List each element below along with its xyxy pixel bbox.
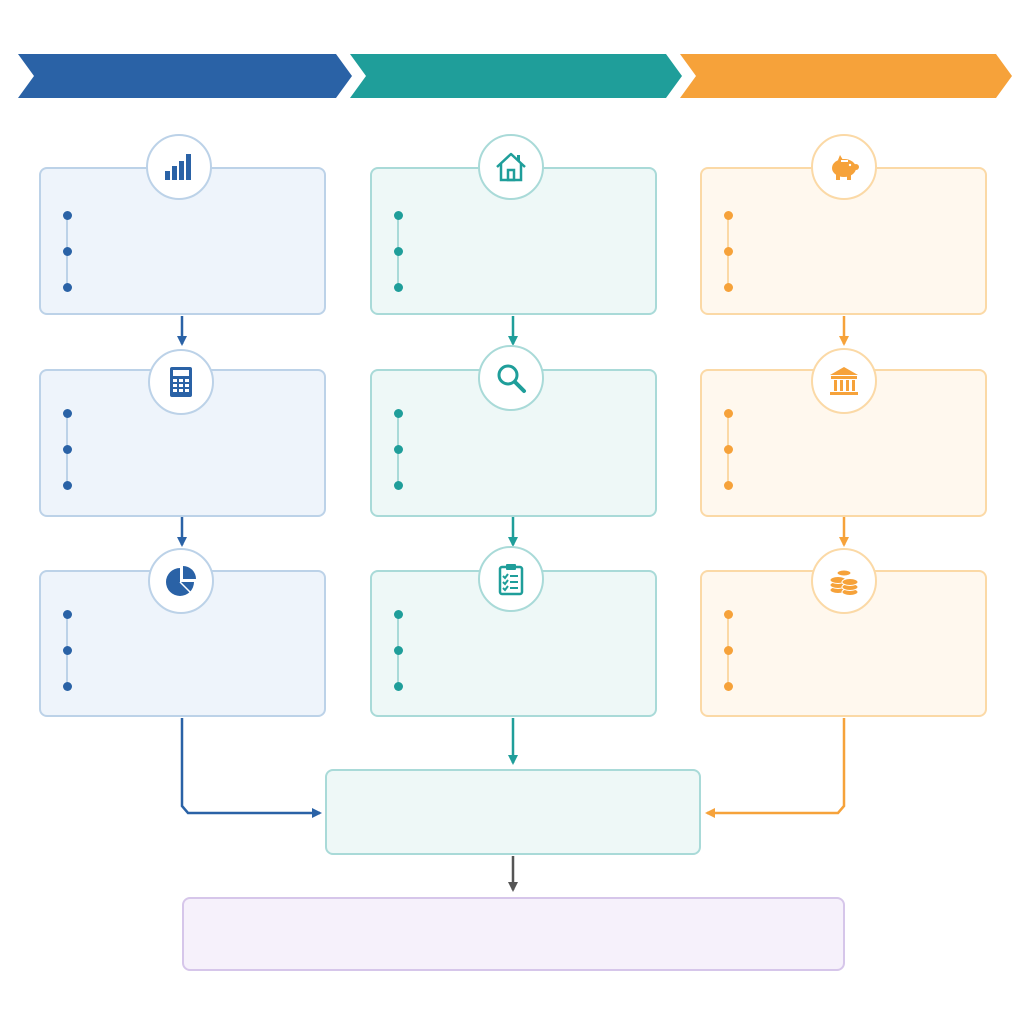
icon-circle-orange-2 [811,348,877,414]
bullet-dot [394,409,403,418]
bullet-dot [394,646,403,655]
icon-circle-blue-2 [148,349,214,415]
final-box [182,897,845,971]
icon-circle-blue-1 [146,134,212,200]
bullet-dot [724,481,733,490]
clipboard-checklist-icon [498,564,524,596]
bullet-dot [394,211,403,220]
icon-circle-teal-3 [478,546,544,612]
chevron-orange [680,54,1012,98]
arrow-blue-merge [180,718,322,818]
bullet-dot [724,283,733,292]
bullet-dot [63,610,72,619]
coin-stack-icon [829,569,859,596]
bullet-dot [394,247,403,256]
arrow-orange-merge [705,718,846,818]
bullet-dot [63,445,72,454]
bullet-dot [63,682,72,691]
piggy-bank-icon [832,155,859,180]
icon-circle-orange-1 [811,134,877,200]
bullet-dot [63,409,72,418]
bullet-dot [724,682,733,691]
icon-circle-orange-3 [811,548,877,614]
icon-circle-teal-1 [478,134,544,200]
magnifier-icon [497,364,526,393]
bullet-dot [63,211,72,220]
calculator-icon [170,367,192,397]
icon-circle-teal-2 [478,345,544,411]
pie-chart-icon [166,566,196,596]
bullet-dot [63,283,72,292]
bullet-dot [724,610,733,619]
chevron-blue [18,54,352,98]
bullet-dot [724,445,733,454]
icon-circle-blue-3 [148,548,214,614]
bullet-dot [394,682,403,691]
bank-building-icon [830,367,858,395]
chevron-teal [350,54,682,98]
bullet-dot [63,247,72,256]
bullet-dot [724,646,733,655]
house-icon [496,152,526,182]
bullet-dot [63,646,72,655]
bullet-dot [724,247,733,256]
bullet-dot [394,445,403,454]
bullet-dot [394,481,403,490]
bullet-dot [724,211,733,220]
merge-box [325,769,701,855]
bullet-dot [63,481,72,490]
bullet-dot [394,610,403,619]
bar-chart-icon [165,154,191,180]
bullet-dot [724,409,733,418]
bullet-dot [394,283,403,292]
